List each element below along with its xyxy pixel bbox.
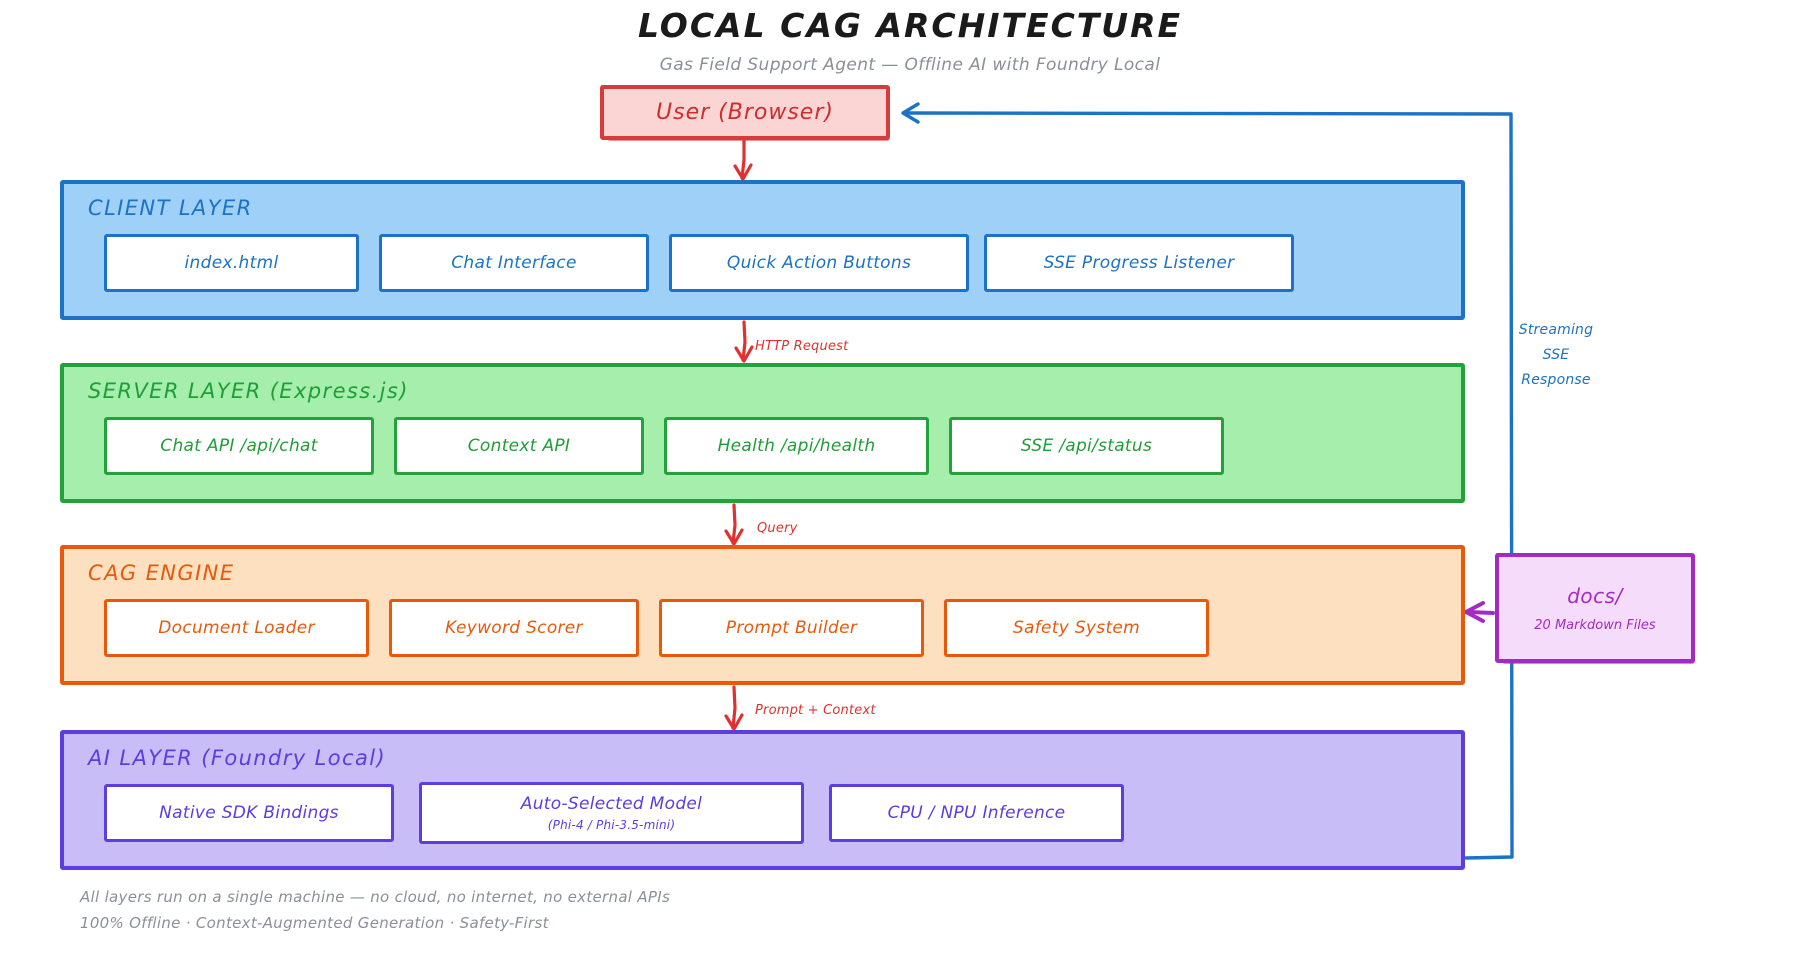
node-cpu-npu-inference-label: CPU / NPU Inference (887, 803, 1066, 823)
node-chat-interface-label: Chat Interface (451, 253, 577, 273)
layer-client: CLIENT LAYER index.html Chat Interface Q… (60, 180, 1465, 320)
node-chat-api-label: Chat API /api/chat (160, 436, 318, 456)
node-docs-folder-label: docs/ (1567, 583, 1623, 608)
arrow-server-to-cag (724, 503, 744, 546)
node-safety-system[interactable]: Safety System (944, 599, 1209, 657)
node-auto-selected-model-label: Auto-Selected Model (520, 794, 703, 814)
node-index-html[interactable]: index.html (104, 234, 359, 292)
arrow-client-to-server (734, 320, 754, 363)
node-index-html-label: index.html (184, 253, 279, 273)
arrow-user-to-client (733, 139, 753, 181)
node-keyword-scorer[interactable]: Keyword Scorer (389, 599, 639, 657)
page-title: LOCAL CAG ARCHITECTURE (637, 6, 1183, 45)
arrow-label-http-request: HTTP Request (755, 339, 849, 354)
node-auto-selected-model[interactable]: Auto-Selected Model (Phi-4 / Phi-3.5-min… (419, 782, 804, 844)
node-document-loader[interactable]: Document Loader (104, 599, 369, 657)
node-context-api[interactable]: Context API (394, 417, 644, 475)
layer-cag-engine-title: CAG ENGINE (88, 561, 235, 585)
node-docs-folder[interactable]: docs/ 20 Markdown Files (1495, 553, 1695, 663)
arrow-docs-to-cag (1464, 601, 1495, 623)
node-auto-selected-model-sublabel: (Phi-4 / Phi-3.5-mini) (547, 818, 676, 832)
arrow-label-streaming-line2: SSE (1542, 347, 1570, 363)
arrow-label-streaming-line3: Response (1521, 372, 1591, 388)
node-health-api-label: Health /api/health (717, 436, 876, 456)
arrow-label-query: Query (757, 521, 798, 536)
node-sse-progress-listener[interactable]: SSE Progress Listener (984, 234, 1294, 292)
node-sse-status-api[interactable]: SSE /api/status (949, 417, 1224, 475)
node-quick-action-buttons-label: Quick Action Buttons (726, 253, 912, 273)
node-health-api[interactable]: Health /api/health (664, 417, 929, 475)
node-chat-interface[interactable]: Chat Interface (379, 234, 649, 292)
layer-server: SERVER LAYER (Express.js) Chat API /api/… (60, 363, 1465, 503)
layer-ai-title: AI LAYER (Foundry Local) (88, 746, 387, 770)
node-native-sdk-bindings-label: Native SDK Bindings (159, 803, 339, 823)
node-context-api-label: Context API (467, 436, 571, 456)
node-user-browser-label: User (Browser) (656, 100, 834, 125)
layer-ai: AI LAYER (Foundry Local) Native SDK Bind… (60, 730, 1465, 870)
page-subtitle: Gas Field Support Agent — Offline AI wit… (659, 55, 1161, 75)
node-docs-folder-sublabel: 20 Markdown Files (1534, 617, 1656, 633)
footer-line-1: All layers run on a single machine — no … (80, 888, 671, 906)
node-sse-status-api-label: SSE /api/status (1020, 436, 1153, 456)
node-native-sdk-bindings[interactable]: Native SDK Bindings (104, 784, 394, 842)
arrow-cag-to-ai (724, 685, 744, 731)
arrow-label-streaming-line1: Streaming (1518, 322, 1594, 338)
node-chat-api[interactable]: Chat API /api/chat (104, 417, 374, 475)
footer-line-2: 100% Offline · Context-Augmented Generat… (80, 914, 549, 932)
arrow-label-streaming-sse-response: Streaming SSE Response (1496, 318, 1616, 393)
node-cpu-npu-inference[interactable]: CPU / NPU Inference (829, 784, 1124, 842)
arrow-label-prompt-context: Prompt + Context (755, 703, 876, 718)
node-document-loader-label: Document Loader (158, 618, 315, 638)
node-prompt-builder-label: Prompt Builder (725, 618, 858, 638)
node-safety-system-label: Safety System (1012, 618, 1141, 638)
node-keyword-scorer-label: Keyword Scorer (445, 618, 583, 638)
node-sse-progress-listener-label: SSE Progress Listener (1043, 253, 1235, 273)
node-quick-action-buttons[interactable]: Quick Action Buttons (669, 234, 969, 292)
node-user-browser[interactable]: User (Browser) (600, 85, 890, 140)
layer-cag-engine: CAG ENGINE Document Loader Keyword Score… (60, 545, 1465, 685)
node-prompt-builder[interactable]: Prompt Builder (659, 599, 924, 657)
layer-server-title: SERVER LAYER (Express.js) (88, 379, 409, 403)
layer-client-title: CLIENT LAYER (88, 196, 253, 220)
